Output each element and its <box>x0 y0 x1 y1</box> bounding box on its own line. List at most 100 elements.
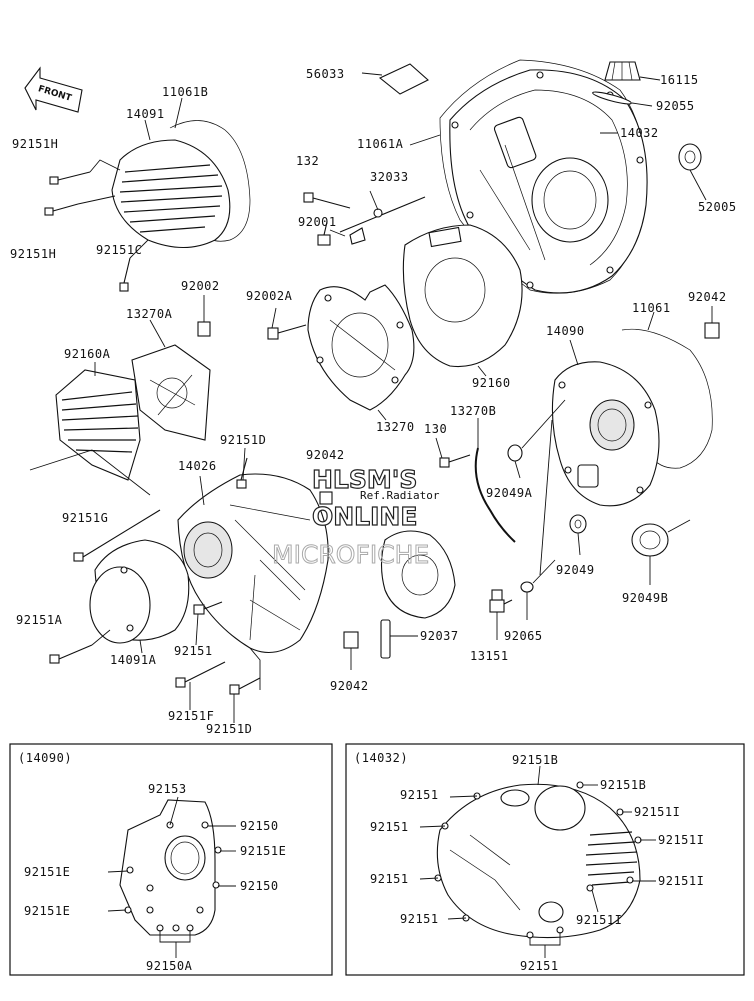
bolt-92151A <box>49 644 93 664</box>
label-92151E-right: 92151E <box>240 844 286 858</box>
label-14091A: 14091A <box>110 653 157 667</box>
oil-seal-52005 <box>678 143 702 171</box>
label-92151I-2: 92151I <box>658 833 704 847</box>
switch-13151 <box>489 589 513 613</box>
label-92151I-4: 92151I <box>576 913 622 927</box>
watermark-line3: MICROFICHE <box>272 540 429 569</box>
seal-92049A <box>507 444 523 462</box>
label-92151F: 92151F <box>168 709 214 723</box>
sprocket-cover-14026 <box>177 473 329 654</box>
label-92151B-top: 92151B <box>512 753 558 767</box>
label-92001: 92001 <box>298 215 337 229</box>
bolt-130 <box>439 454 471 468</box>
label-14090: 14090 <box>546 324 585 338</box>
label-92151I-1: 92151I <box>634 805 680 819</box>
part-labels: 56033 16115 92055 14032 52005 11061B 140… <box>10 67 736 736</box>
label-92151-middle: 92151 <box>174 644 213 658</box>
label-92151E-left-lower: 92151E <box>24 904 70 918</box>
label-92151C: 92151C <box>96 243 142 257</box>
label-92150A: 92150A <box>146 959 193 973</box>
label-92002A: 92002A <box>246 289 293 303</box>
insulator-92160 <box>402 224 523 368</box>
o-ring-92055 <box>592 91 632 105</box>
collar-92042-middle <box>319 491 333 505</box>
gasket-11061B <box>169 120 251 242</box>
plate-13270 <box>307 284 415 411</box>
gasket-11061 <box>621 328 713 469</box>
pin-92037 <box>380 619 391 659</box>
label-11061A: 11061A <box>357 137 404 151</box>
label-92002: 92002 <box>181 279 220 293</box>
seal-92049B <box>631 523 669 557</box>
bolt-92002A <box>267 324 307 340</box>
label-132: 132 <box>296 154 319 168</box>
bolt-92151D-lower <box>229 677 261 695</box>
label-92151-bottom: 92151 <box>520 959 559 973</box>
label-92151-left-4: 92151 <box>400 912 439 926</box>
bolt-92151C <box>119 257 131 292</box>
label-11061B: 11061B <box>162 85 208 99</box>
label-92042-lower: 92042 <box>330 679 369 693</box>
oil-filler-cap-16115 <box>604 61 641 81</box>
collar-92042-right <box>704 322 720 339</box>
bolt-92001 <box>317 221 331 246</box>
label-92151D-upper: 92151D <box>220 433 266 447</box>
label-92151B-right: 92151B <box>600 778 646 792</box>
cover-14090-detail <box>119 799 222 936</box>
bolt-92151F <box>175 661 226 688</box>
label-92151I-3: 92151I <box>658 874 704 888</box>
label-92151D-lower: 92151D <box>206 722 252 736</box>
label-130: 130 <box>424 422 447 436</box>
label-13270A: 13270A <box>126 307 173 321</box>
watermark-line2: ONLINE <box>312 502 417 531</box>
label-14091: 14091 <box>126 107 165 121</box>
label-92042-middle: 92042 <box>306 448 345 462</box>
bolt-92151-middle <box>193 601 223 615</box>
reference-note: Ref.Radiator <box>360 489 440 502</box>
label-92042-right: 92042 <box>688 290 727 304</box>
label-92049A: 92049A <box>486 486 533 500</box>
label-92151G: 92151G <box>62 511 108 525</box>
label-92151A: 92151A <box>16 613 63 627</box>
washer-92065 <box>520 581 534 593</box>
detail-box-14090-header: (14090) <box>18 751 72 765</box>
label-92151-left-1: 92151 <box>400 788 439 802</box>
water-pump-housing <box>380 530 456 619</box>
seal-92049 <box>569 514 587 534</box>
label-56033: 56033 <box>306 67 345 81</box>
label-13151: 13151 <box>470 649 509 663</box>
label-92160A: 92160A <box>64 347 111 361</box>
plate-13270A <box>131 344 211 441</box>
label-92150-lower: 92150 <box>240 879 279 893</box>
label-92151H-lower: 92151H <box>10 247 56 261</box>
label-92049: 92049 <box>556 563 595 577</box>
label-11061: 11061 <box>632 301 671 315</box>
bolt-132 <box>303 192 351 209</box>
label-13270: 13270 <box>376 420 415 434</box>
label-13270B: 13270B <box>450 404 496 418</box>
detail-box-14090: (14090) 92153 92150 92151E 92151E 92150 … <box>9 743 333 976</box>
label-14032: 14032 <box>620 126 659 140</box>
detail-box-14032-header: (14032) <box>354 751 408 765</box>
bolt-92151H-lower <box>44 203 79 216</box>
label-14026: 14026 <box>178 459 217 473</box>
detail-box-14032: (14032) <box>345 743 745 976</box>
bracket-13270B <box>474 447 516 543</box>
label-92049B: 92049B <box>622 591 668 605</box>
collar-92002 <box>197 321 211 337</box>
label-92150-upper: 92150 <box>240 819 279 833</box>
generator-cover-14091 <box>111 139 231 248</box>
label-plate-56033 <box>378 63 429 95</box>
clutch-cover-14032 <box>449 69 648 294</box>
label-92065: 92065 <box>504 629 543 643</box>
label-92151-left-3: 92151 <box>370 872 409 886</box>
label-92037: 92037 <box>420 629 459 643</box>
label-92153: 92153 <box>148 782 187 796</box>
label-92160: 92160 <box>472 376 511 390</box>
cover-14090 <box>551 361 660 507</box>
bolt-92151G <box>73 509 161 562</box>
bracket-32033 <box>339 196 426 245</box>
insulator-92160A <box>55 369 141 481</box>
cover-14091A <box>89 539 190 644</box>
